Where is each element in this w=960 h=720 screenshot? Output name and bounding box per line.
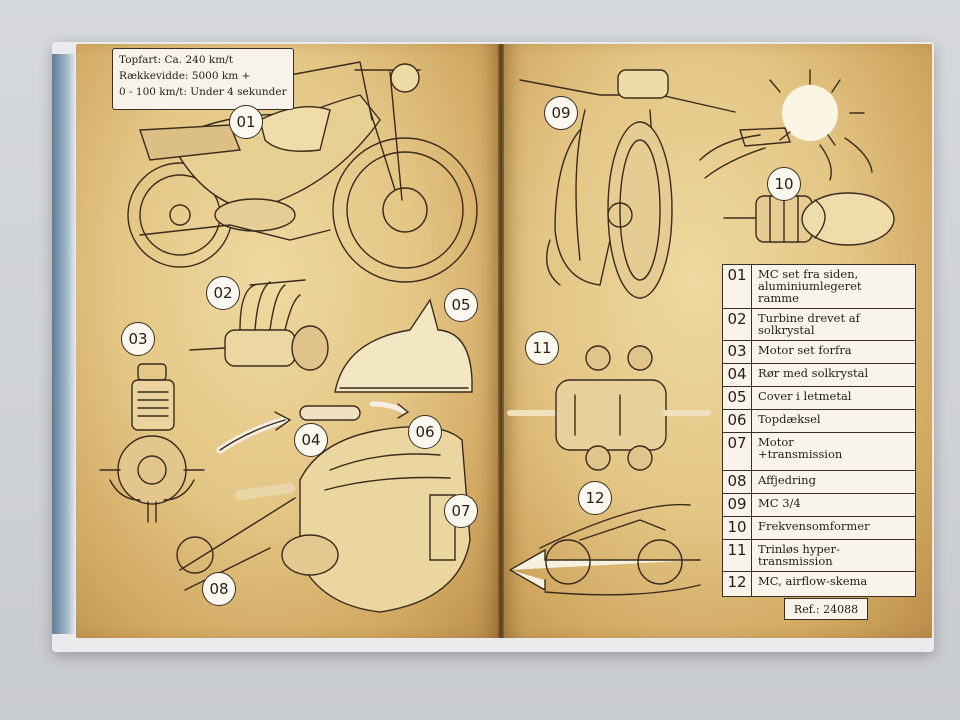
callout-07: 07 (444, 494, 478, 528)
legend-row: 10 Frekvensomformer (723, 517, 915, 540)
legend-table: 01 MC set fra siden, aluminiumlegeret ra… (722, 264, 916, 597)
callout-12: 12 (578, 481, 612, 515)
legend-num: 02 (723, 309, 752, 340)
legend-num: 09 (723, 494, 752, 516)
legend-text: Cover i letmetal (758, 389, 852, 403)
callout-04: 04 (294, 423, 328, 457)
callout-08: 08 (202, 572, 236, 606)
spec-box: Topfart: Ca. 240 km/t Rækkevidde: 5000 k… (112, 48, 294, 110)
legend-row: 01 MC set fra siden, aluminiumlegeret ra… (723, 265, 915, 309)
callout-09: 09 (544, 96, 578, 130)
legend-num: 11 (723, 540, 752, 571)
legend-text: MC set fra siden, aluminiumlegeret ramme (758, 267, 862, 305)
legend-text: Turbine drevet af solkrystal (758, 311, 860, 337)
book-cover-edge (52, 54, 76, 634)
legend-num: 01 (723, 265, 752, 308)
callout-06: 06 (408, 415, 442, 449)
legend-num: 07 (723, 433, 752, 470)
legend-row: 12 MC, airflow-skema (723, 572, 915, 596)
legend-num: 08 (723, 471, 752, 493)
legend-row: 04 Rør med solkrystal (723, 364, 915, 387)
legend-text: MC, airflow-skema (758, 574, 868, 588)
legend-text: Topdæksel (758, 412, 821, 426)
spec-range: Rækkevidde: 5000 km + (119, 70, 251, 82)
legend-row: 03 Motor set forfra (723, 341, 915, 364)
legend-row: 08 Affjedring (723, 471, 915, 494)
reference-label: Ref.: 24088 (784, 598, 868, 620)
legend-text: Rør med solkrystal (758, 366, 869, 380)
callout-10: 10 (767, 167, 801, 201)
callout-02: 02 (206, 276, 240, 310)
legend-num: 12 (723, 572, 752, 596)
legend-num: 10 (723, 517, 752, 539)
legend-num: 04 (723, 364, 752, 386)
legend-row: 11 Trinløs hyper- transmission (723, 540, 915, 572)
legend-row: 07 Motor +transmission (723, 433, 915, 471)
book-spine (498, 44, 504, 638)
legend-text: Frekvensomformer (758, 519, 870, 533)
callout-03: 03 (121, 322, 155, 356)
callout-01: 01 (229, 105, 263, 139)
legend-num: 06 (723, 410, 752, 432)
legend-text: Trinløs hyper- transmission (758, 542, 840, 568)
legend-text: Motor set forfra (758, 343, 852, 357)
legend-text: MC 3/4 (758, 496, 801, 510)
legend-text: Affjedring (758, 473, 816, 487)
legend-row: 05 Cover i letmetal (723, 387, 915, 410)
legend-num: 03 (723, 341, 752, 363)
legend-row: 09 MC 3/4 (723, 494, 915, 517)
spec-acceleration: 0 - 100 km/t: Under 4 sekunder (119, 86, 287, 98)
legend-num: 05 (723, 387, 752, 409)
legend-row: 02 Turbine drevet af solkrystal (723, 309, 915, 341)
legend-text: Motor +transmission (758, 435, 843, 461)
callout-05: 05 (444, 288, 478, 322)
callout-11: 11 (525, 331, 559, 365)
spec-top-speed: Topfart: Ca. 240 km/t (119, 54, 233, 66)
legend-row: 06 Topdæksel (723, 410, 915, 433)
